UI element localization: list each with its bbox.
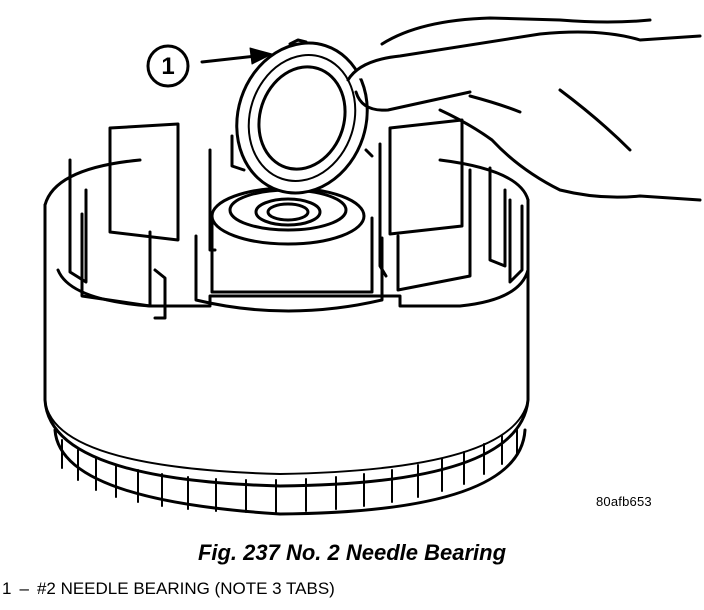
hand	[346, 16, 702, 202]
image-code: 80afb653	[596, 494, 652, 509]
legend-item: 1–#2 NEEDLE BEARING (NOTE 3 TABS)	[2, 579, 335, 599]
callout-number: 1	[161, 53, 174, 80]
gear-teeth-band	[53, 428, 527, 516]
legend-separator: –	[19, 579, 29, 598]
clutch-drum	[43, 158, 530, 488]
needle-bearing-drawing: 1	[43, 16, 702, 516]
legend-text: #2 NEEDLE BEARING (NOTE 3 TABS)	[36, 579, 335, 598]
callout-circle	[146, 44, 190, 88]
figure-caption: Fig. 237 No. 2 Needle Bearing	[197, 540, 507, 565]
inner-hub	[194, 186, 384, 313]
callout-arrow	[200, 47, 273, 65]
needle-bearing	[235, 38, 374, 195]
technical-illustration: 1	[43, 16, 702, 516]
legend-number: 1	[2, 579, 12, 598]
